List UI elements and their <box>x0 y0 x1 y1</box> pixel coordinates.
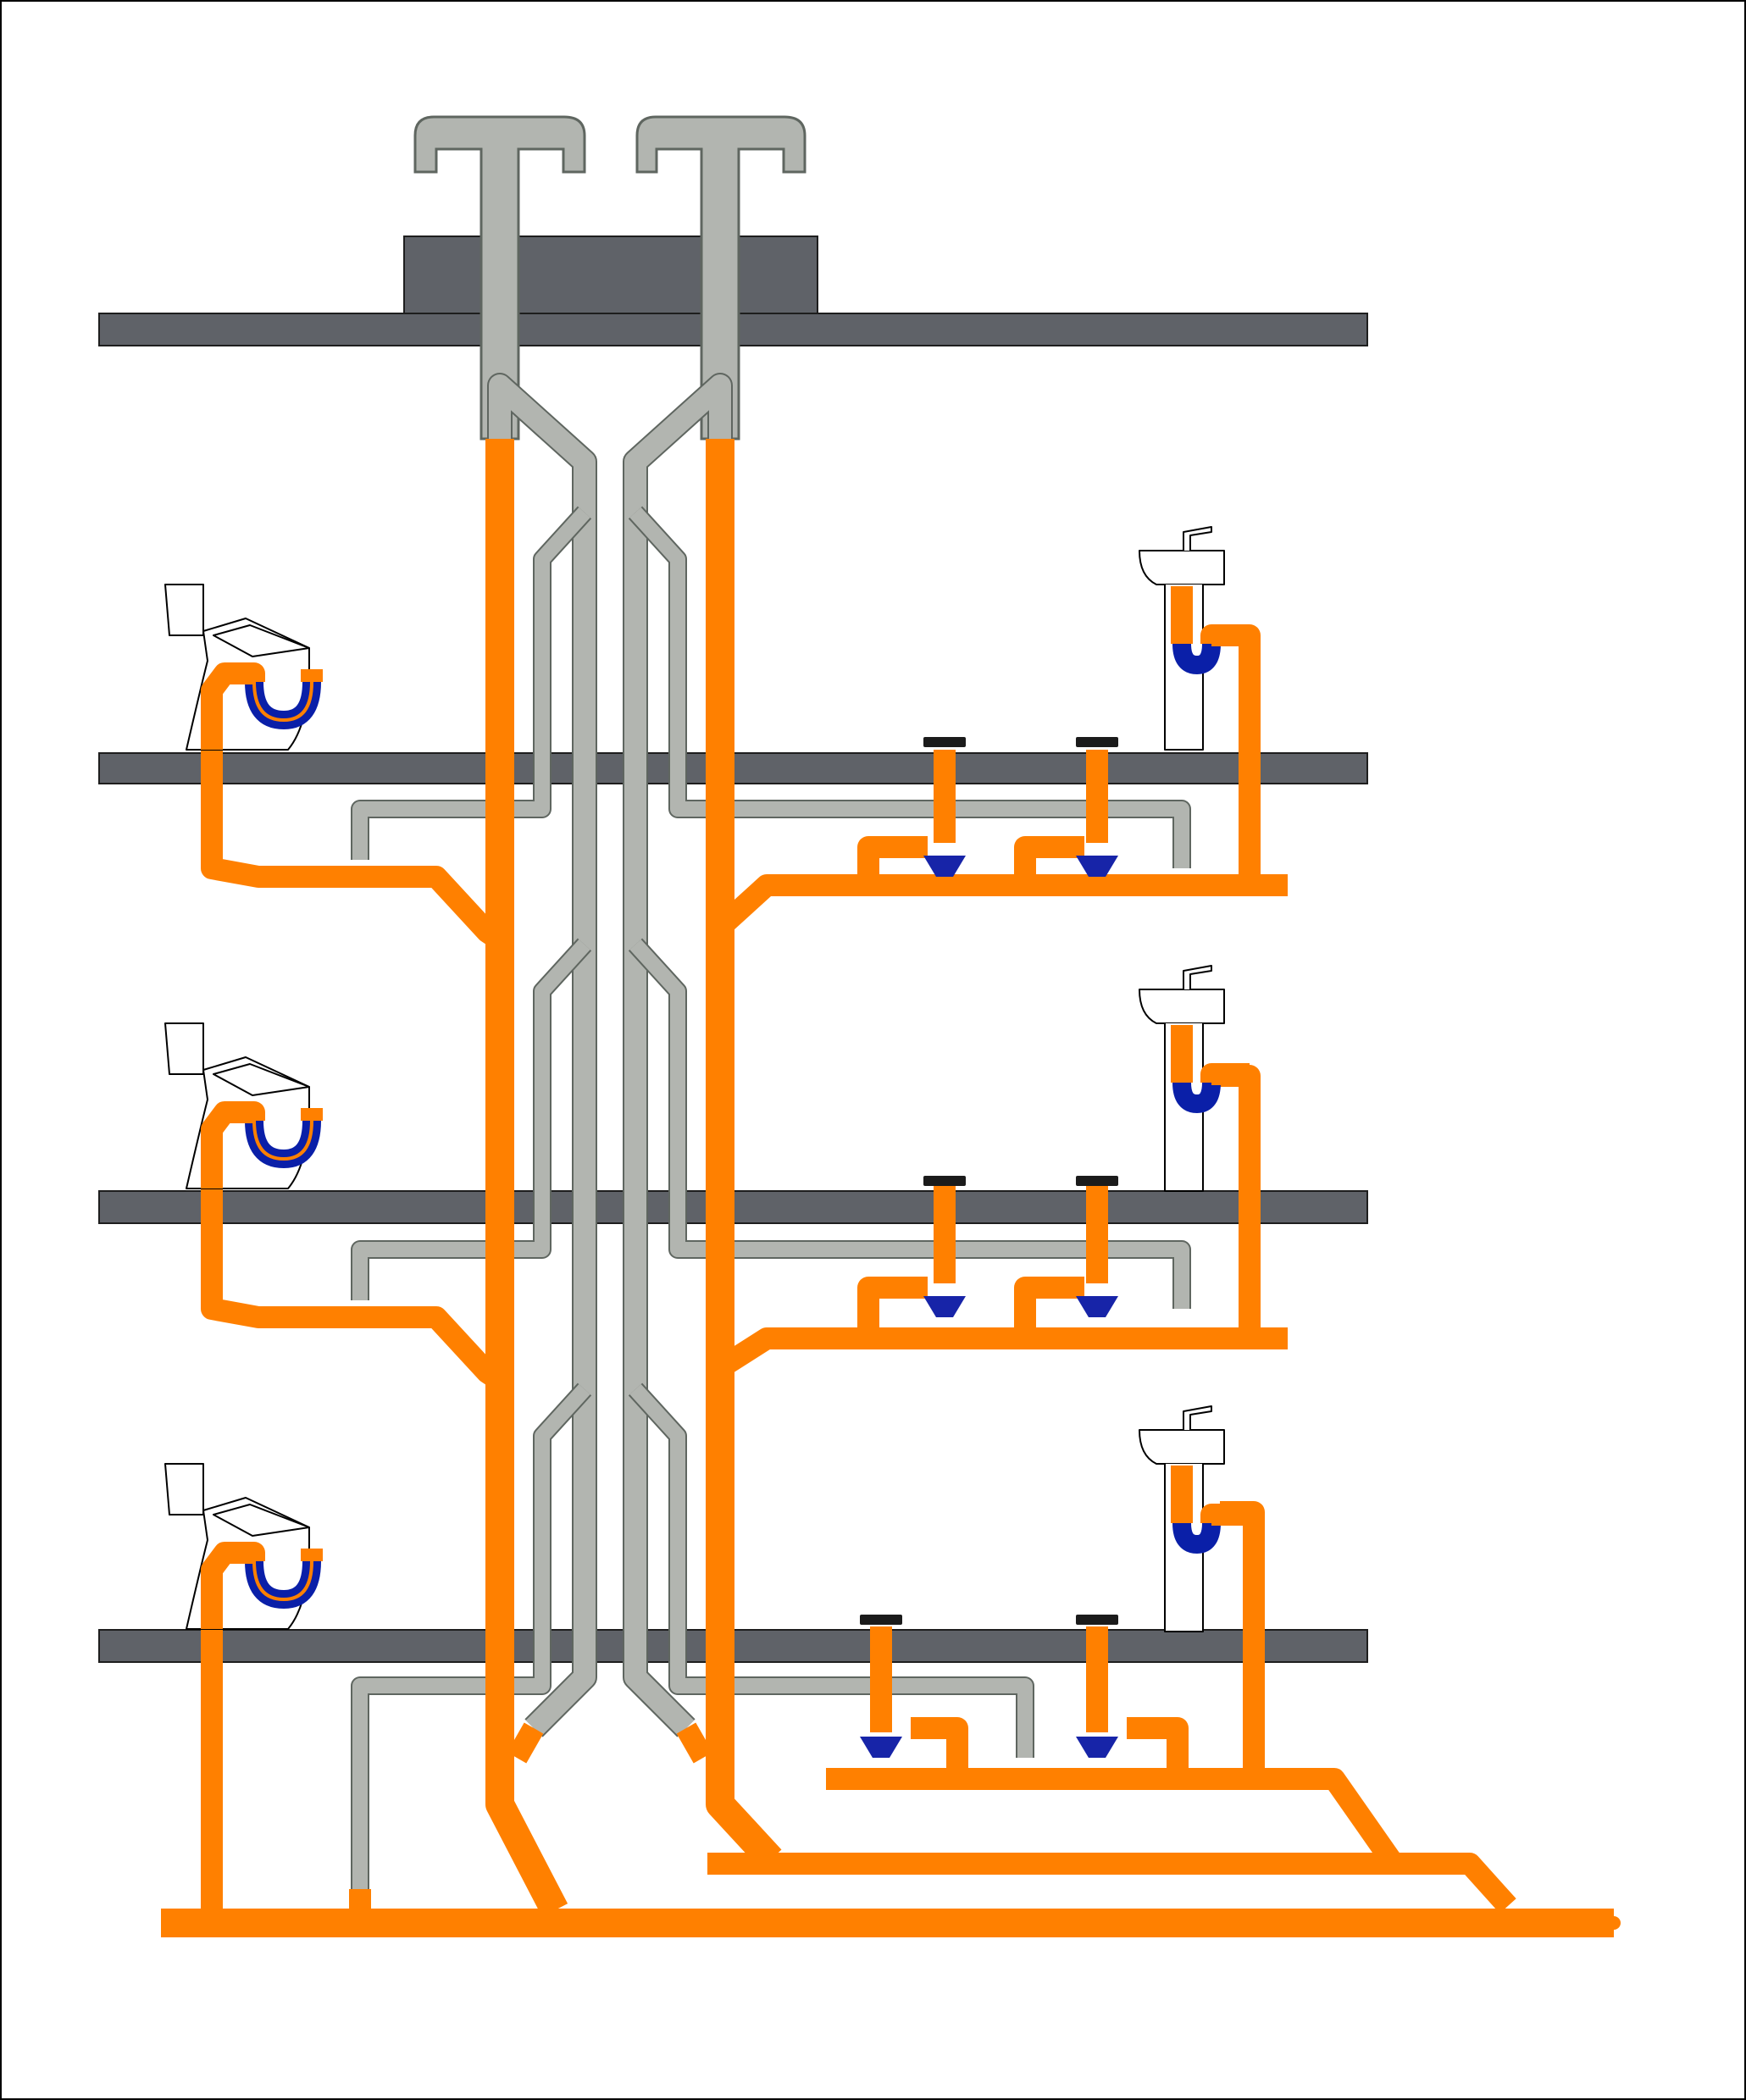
floor-drain-icon <box>923 737 966 877</box>
floor-drain-2b-pipe <box>1014 1277 1084 1338</box>
vent-cap-left <box>413 115 586 441</box>
basin-bowl <box>1139 550 1225 585</box>
toilet-tank <box>164 1022 204 1075</box>
drain-stack-right <box>706 439 782 1870</box>
basin-bowl <box>1139 1429 1225 1465</box>
floor-drain-1a-pipe <box>911 1717 968 1779</box>
toilet-branch-2 <box>201 1186 507 1390</box>
building-drain-upper-right <box>707 1853 1516 1914</box>
basin-bowl <box>1139 989 1225 1024</box>
floor-drain-3b-pipe <box>1014 836 1084 885</box>
faucet-icon <box>1183 1405 1212 1430</box>
floor-drain-3a-pipe <box>857 836 928 885</box>
floor-drain-icon <box>1076 737 1118 877</box>
roof-parapet <box>403 235 818 315</box>
building-drain-outlet <box>1607 1916 1621 1930</box>
floor-1-right-branch <box>826 1768 1403 1870</box>
vent-to-stack-right-connector <box>676 1722 713 1764</box>
toilet-icon <box>164 1463 323 1630</box>
toilet-icon <box>164 584 323 751</box>
toilet-lid <box>213 1063 310 1096</box>
washbasin-icon <box>1139 1405 1250 1632</box>
floor-drain-icon <box>1076 1615 1118 1758</box>
floor-drain-icon <box>923 1176 966 1317</box>
floor-drain-icon <box>860 1615 902 1758</box>
drain-stack-left <box>485 439 568 1917</box>
vent-stacks <box>351 115 1191 1902</box>
toilet-tank <box>164 1463 204 1515</box>
vent-to-stack-left-connector <box>507 1722 544 1764</box>
toilet-branch-3 <box>201 750 507 950</box>
floor-drain-2a-pipe <box>857 1277 928 1338</box>
right-branch-2 <box>714 1327 1288 1377</box>
floor-drain-icon <box>1076 1176 1118 1317</box>
washbasin-icon <box>1139 526 1250 751</box>
washbasin-icon <box>1139 965 1250 1192</box>
right-branch-3 <box>712 874 1288 936</box>
drain-stacks <box>485 439 782 1917</box>
toilet-tank <box>164 584 204 636</box>
toilet-branches <box>201 750 507 1923</box>
floor-drain-1b-pipe <box>1127 1717 1189 1779</box>
building-drains <box>161 1768 1621 1937</box>
vent-cap-right <box>635 115 806 441</box>
p-trap <box>1172 1522 1221 1554</box>
p-trap <box>1172 643 1221 675</box>
toilet-icon <box>164 1022 323 1189</box>
toilet-lid <box>213 1504 310 1537</box>
faucet-icon <box>1183 965 1212 989</box>
p-trap <box>1172 1082 1221 1114</box>
toilet-lid <box>213 624 310 657</box>
faucet-icon <box>1183 526 1212 551</box>
